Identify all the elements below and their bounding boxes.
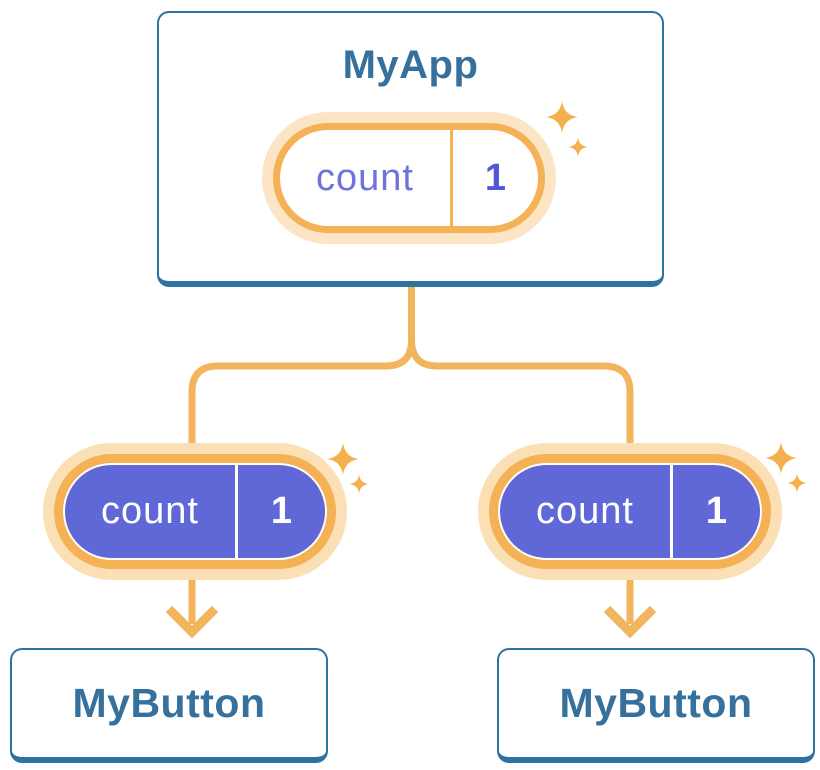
state-name: count — [316, 156, 414, 199]
component-title: MyButton — [559, 680, 753, 726]
state-pill-right: count 1 — [498, 463, 762, 560]
sparkle-icon — [787, 473, 807, 493]
component-card-mybutton-right: MyButton — [497, 648, 815, 763]
sparkle-icon — [327, 443, 359, 475]
state-pill-left: count 1 — [63, 463, 327, 560]
component-title: MyButton — [72, 680, 266, 726]
sparkle-icon — [765, 442, 797, 474]
state-value: 1 — [270, 490, 293, 532]
state-value: 1 — [705, 490, 728, 532]
state-name: count — [101, 490, 199, 532]
arrow-right-head — [603, 605, 657, 639]
state-pill-root: count 1 — [273, 123, 545, 233]
sparkle-icon — [568, 137, 588, 157]
branch-right-line — [408, 284, 634, 470]
branch-left-line — [188, 284, 415, 470]
component-card-mybutton-left: MyButton — [10, 648, 328, 763]
pill-divider — [235, 465, 238, 558]
arrow-left-head — [165, 605, 219, 639]
sparkle-icon — [349, 474, 369, 494]
pill-divider — [670, 465, 673, 558]
state-name: count — [536, 490, 634, 532]
component-title: MyApp — [342, 43, 479, 87]
pill-divider — [450, 130, 453, 226]
sparkle-icon — [546, 101, 578, 133]
state-value: 1 — [484, 156, 507, 199]
